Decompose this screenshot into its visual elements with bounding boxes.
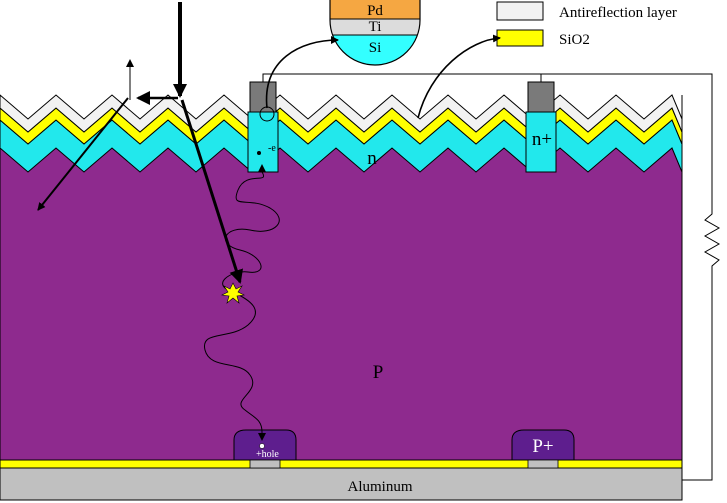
electron-dot bbox=[257, 151, 261, 155]
back-sio2-layer bbox=[0, 459, 683, 469]
aluminum-back-contact bbox=[0, 467, 683, 501]
refracted-light-arrow bbox=[180, 99, 244, 284]
hole-dot bbox=[259, 443, 265, 449]
p-plus-via-left bbox=[249, 459, 281, 469]
p-plus-pad-right bbox=[511, 429, 575, 461]
external-circuit-return-wire bbox=[682, 272, 713, 481]
secondary-reflection-arrow bbox=[37, 97, 129, 211]
p-region-label: P bbox=[373, 362, 384, 383]
pd-label: Pd bbox=[367, 3, 383, 19]
external-circuit-wire bbox=[262, 73, 713, 208]
hole-label: +hole bbox=[256, 449, 279, 460]
hole-path bbox=[204, 291, 266, 441]
layer-pointer-arrow bbox=[417, 34, 501, 119]
n-plus-label: n+ bbox=[532, 129, 552, 150]
load-resistor-icon bbox=[703, 208, 721, 272]
p-region bbox=[0, 119, 683, 461]
p-plus-pad-left bbox=[233, 429, 297, 461]
p-plus-label: P+ bbox=[532, 436, 553, 457]
p-plus-via-right bbox=[527, 459, 559, 469]
legend-antireflection-label: Antireflection layer bbox=[559, 5, 677, 21]
legend-antireflection-swatch bbox=[496, 1, 544, 21]
detail-pointer-arrow bbox=[265, 36, 339, 109]
n-region-label: n bbox=[367, 148, 377, 169]
contact-layer-detail: Pd Ti Si bbox=[329, 0, 421, 66]
front-contact-left bbox=[249, 81, 277, 113]
n-plus-diffusion-left bbox=[247, 111, 279, 173]
ti-label: Ti bbox=[369, 19, 382, 35]
electron-path bbox=[222, 164, 280, 293]
n-plus-diffusion-right bbox=[525, 111, 557, 173]
legend-sio2-swatch bbox=[496, 29, 544, 47]
electron-hole-generation-starburst bbox=[221, 282, 245, 304]
electron-label: -e bbox=[268, 143, 276, 154]
legend-sio2-label: SiO2 bbox=[559, 32, 590, 48]
aluminum-label: Aluminum bbox=[347, 479, 412, 495]
front-contact-right bbox=[527, 81, 555, 113]
si-label: Si bbox=[369, 40, 382, 56]
